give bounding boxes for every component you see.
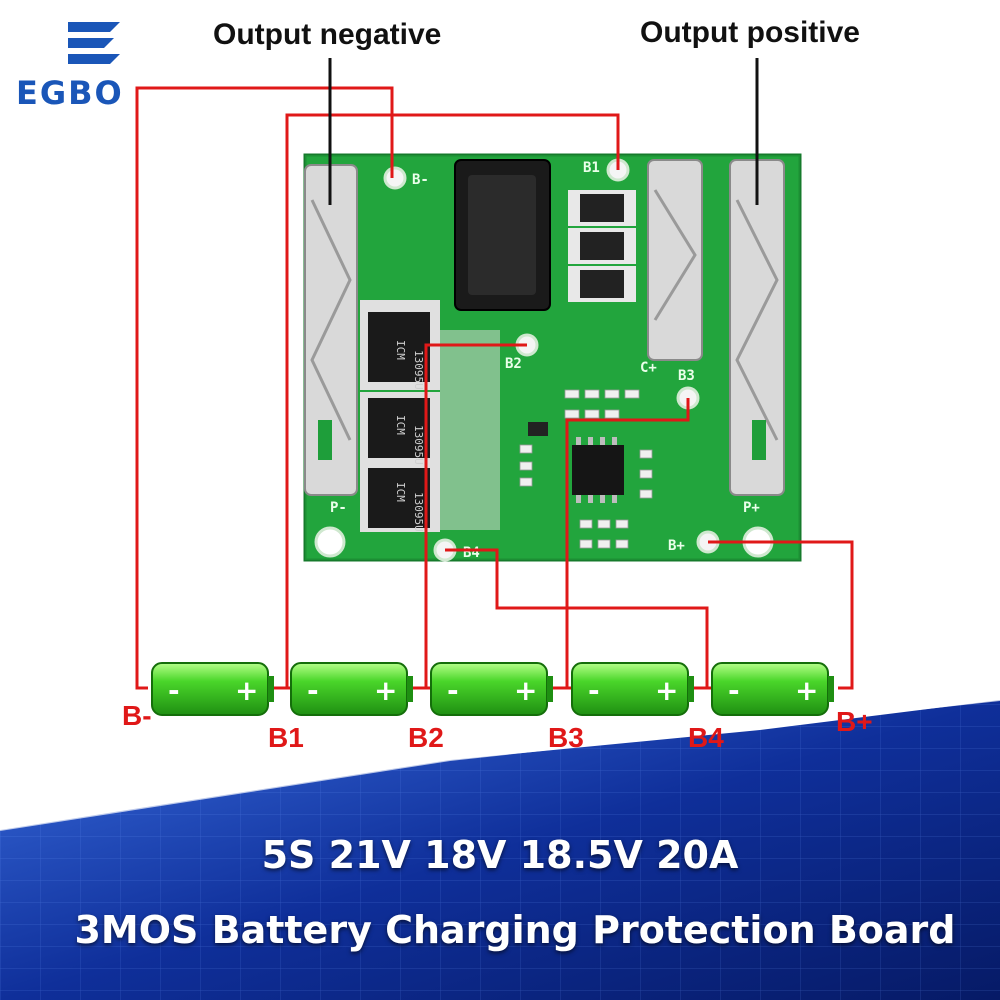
silk-b1: B1 bbox=[583, 160, 600, 176]
cell-neg-sign: - bbox=[447, 674, 459, 707]
brand-name: EGBO bbox=[16, 74, 124, 112]
mosfet-marking: 13095U bbox=[412, 350, 425, 390]
terminal-label-b3: B3 bbox=[548, 722, 584, 753]
mosfet-marking: 13095U bbox=[412, 425, 425, 465]
cell-neg-sign: - bbox=[588, 674, 600, 707]
wire-b3 bbox=[565, 398, 690, 688]
battery-cell bbox=[151, 662, 274, 716]
battery-cell bbox=[290, 662, 413, 716]
mounting-hole bbox=[314, 526, 346, 558]
silk-c-plus: C+ bbox=[640, 360, 657, 376]
headline-product-name: 3MOS Battery Charging Protection Board bbox=[74, 908, 956, 952]
mosfet-brand: ICM bbox=[394, 340, 407, 360]
mosfet-brand: ICM bbox=[394, 482, 407, 502]
cell-pos-sign: + bbox=[374, 674, 397, 707]
silk-p-minus: P- bbox=[330, 500, 347, 516]
wire-b2 bbox=[424, 343, 527, 688]
terminal-label-b2: B2 bbox=[408, 722, 444, 753]
mosfet-marking: 13095U bbox=[412, 492, 425, 532]
battery-cell bbox=[711, 662, 834, 716]
wire-b4 bbox=[445, 548, 709, 688]
cell-pos-sign: + bbox=[514, 674, 537, 707]
silk-b2: B2 bbox=[505, 356, 522, 372]
headline-specs: 5S 21V 18V 18.5V 20A bbox=[261, 833, 739, 877]
callout-output-negative: Output negative bbox=[213, 18, 442, 51]
terminal-label-b-minus: B- bbox=[122, 700, 152, 731]
cell-neg-sign: - bbox=[307, 674, 319, 707]
battery-cell bbox=[430, 662, 553, 716]
wire-b-minus bbox=[135, 86, 394, 690]
silk-b-minus: B- bbox=[412, 172, 429, 188]
pad-b-minus bbox=[383, 166, 407, 190]
silk-b3: B3 bbox=[678, 368, 695, 384]
wire-b1 bbox=[285, 113, 620, 688]
terminal-label-b-plus: B+ bbox=[836, 706, 873, 737]
cell-pos-sign: + bbox=[655, 674, 678, 707]
cell-neg-sign: - bbox=[728, 674, 740, 707]
cell-neg-sign: - bbox=[168, 674, 180, 707]
control-ic bbox=[572, 445, 624, 495]
brand-logo-icon bbox=[68, 22, 120, 64]
cell-pos-sign: + bbox=[235, 674, 258, 707]
silk-p-plus: P+ bbox=[743, 500, 760, 516]
battery-cell bbox=[571, 662, 694, 716]
mosfet bbox=[360, 462, 440, 532]
terminal-label-b1: B1 bbox=[268, 722, 304, 753]
callout-output-positive: Output positive bbox=[640, 16, 860, 49]
cell-pos-sign: + bbox=[795, 674, 818, 707]
silk-b-plus: B+ bbox=[668, 538, 685, 554]
terminal-label-b4: B4 bbox=[688, 722, 724, 753]
mosfet-brand: ICM bbox=[394, 415, 407, 435]
wire-b-plus bbox=[708, 540, 854, 690]
